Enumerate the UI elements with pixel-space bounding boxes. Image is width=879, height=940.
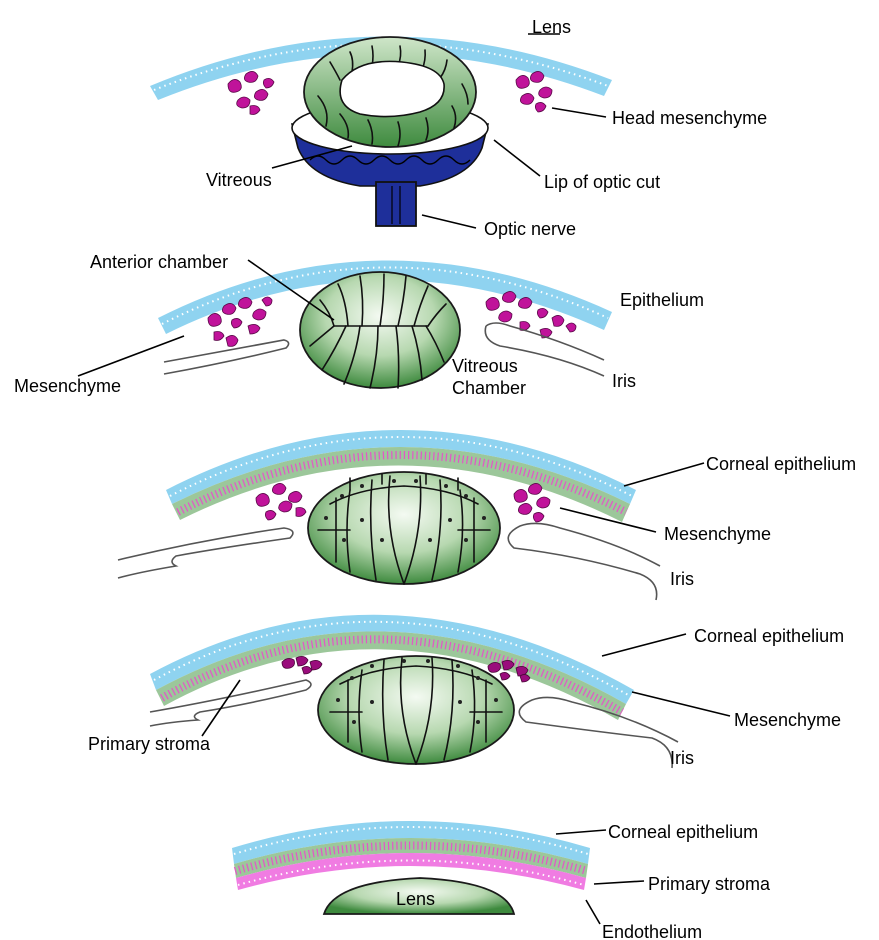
stage-2: Anterior chamber Epithelium Mesenchyme V… xyxy=(14,252,704,398)
leader-stage4-corneal-epithelium xyxy=(602,634,686,656)
label-lens: Lens xyxy=(532,17,571,37)
leader-stage5-corneal-epithelium xyxy=(556,830,606,834)
leader-stage4-primary-stroma xyxy=(202,680,240,736)
label-stage5-primary-stroma: Primary stroma xyxy=(648,874,771,894)
stage2-lens xyxy=(300,272,460,388)
label-stage4-primary-stroma: Primary stroma xyxy=(88,734,211,754)
leader-optic-nerve xyxy=(422,215,476,228)
optic-nerve-stalk xyxy=(376,182,416,226)
lens-vesicle-lumen xyxy=(340,61,444,116)
label-stage2-iris: Iris xyxy=(612,371,636,391)
head-mesenchyme-right xyxy=(516,71,552,112)
stage-4: Corneal epithelium Mesenchyme Primary st… xyxy=(88,615,844,768)
leader-lip xyxy=(494,140,540,176)
stage4-mesenchyme-left xyxy=(282,656,322,674)
label-stage3-mesenchyme: Mesenchyme xyxy=(664,524,771,544)
label-stage4-corneal-epithelium: Corneal epithelium xyxy=(694,626,844,646)
leader-stage2-mesenchyme xyxy=(78,336,184,376)
stage3-mesenchyme-left xyxy=(256,483,306,520)
label-stage3-corneal-epithelium: Corneal epithelium xyxy=(706,454,856,474)
stage3-iris-right xyxy=(508,523,660,600)
label-stage5-corneal-epithelium: Corneal epithelium xyxy=(608,822,758,842)
label-stage3-iris: Iris xyxy=(670,569,694,589)
label-stage4-mesenchyme: Mesenchyme xyxy=(734,710,841,730)
label-stage5-endothelium: Endothelium xyxy=(602,922,702,940)
label-anterior-chamber: Anterior chamber xyxy=(90,252,228,272)
label-stage5-lens: Lens xyxy=(396,889,435,909)
label-epithelium: Epithelium xyxy=(620,290,704,310)
leader-stage4-mesenchyme xyxy=(632,692,730,716)
stage2-iris-left xyxy=(164,340,289,374)
stage-1: Lens Head mesenchyme Vitreous Lip of opt… xyxy=(150,17,767,239)
label-vitreous: Vitreous xyxy=(206,170,272,190)
leader-stage5-endothelium xyxy=(586,900,600,924)
leader-stage3-corneal-epithelium xyxy=(624,463,704,486)
label-head-mesenchyme: Head mesenchyme xyxy=(612,108,767,128)
stage-3: Corneal epithelium Mesenchyme Iris xyxy=(118,430,856,600)
leader-head-mesenchyme xyxy=(552,108,606,117)
head-mesenchyme-left xyxy=(228,71,274,114)
label-vitreous-chamber-1: Vitreous xyxy=(452,356,518,376)
label-stage4-iris: Iris xyxy=(670,748,694,768)
label-optic-nerve: Optic nerve xyxy=(484,219,576,239)
label-lip-of-optic-cut: Lip of optic cut xyxy=(544,172,660,192)
stage-5: Lens Corneal epithelium Primary stroma E… xyxy=(232,821,771,940)
label-vitreous-chamber-2: Chamber xyxy=(452,378,526,398)
leader-stage5-primary-stroma xyxy=(594,881,644,884)
stage3-iris-left xyxy=(118,528,293,578)
label-stage2-mesenchyme: Mesenchyme xyxy=(14,376,121,396)
